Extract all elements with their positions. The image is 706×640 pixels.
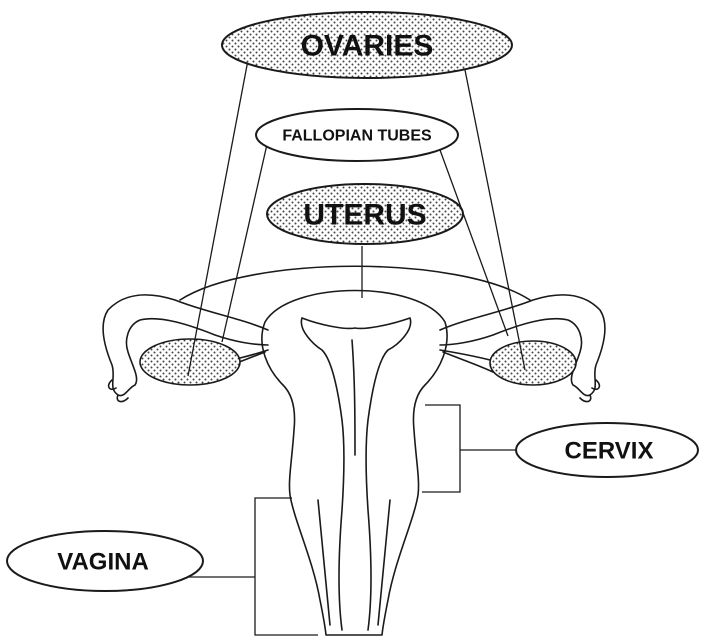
ovaries-label-text: OVARIES [301,30,434,63]
fallopian-tubes-label-text: FALLOPIAN TUBES [282,128,432,145]
right-ovarian-ligament [440,350,490,360]
cervical-canal [352,340,355,455]
left-fimbriae [109,380,128,402]
label-fallopian-tubes: FALLOPIAN TUBES [256,109,458,161]
cervix-bracket [422,405,516,492]
right-fimbriae [580,380,599,402]
uterus-label-text: UTERUS [303,199,426,232]
label-vagina: VAGINA [7,531,203,591]
ovaries-leader-right [463,60,525,370]
label-uterus: UTERUS [267,184,463,244]
ovaries-leader-left [188,60,248,376]
fallopian-leader-right [440,150,508,336]
label-ovaries: OVARIES [222,12,512,78]
vaginal-canal-left [318,500,330,625]
vaginal-canal-right [378,500,390,625]
vagina-label-text: VAGINA [57,549,149,576]
uterine-cavity [301,318,410,630]
label-cervix: CERVIX [516,423,698,477]
fallopian-leader-left [222,140,268,342]
cervix-label-text: CERVIX [565,438,654,465]
right-ovary [490,341,576,385]
uterus-outline [262,291,447,636]
